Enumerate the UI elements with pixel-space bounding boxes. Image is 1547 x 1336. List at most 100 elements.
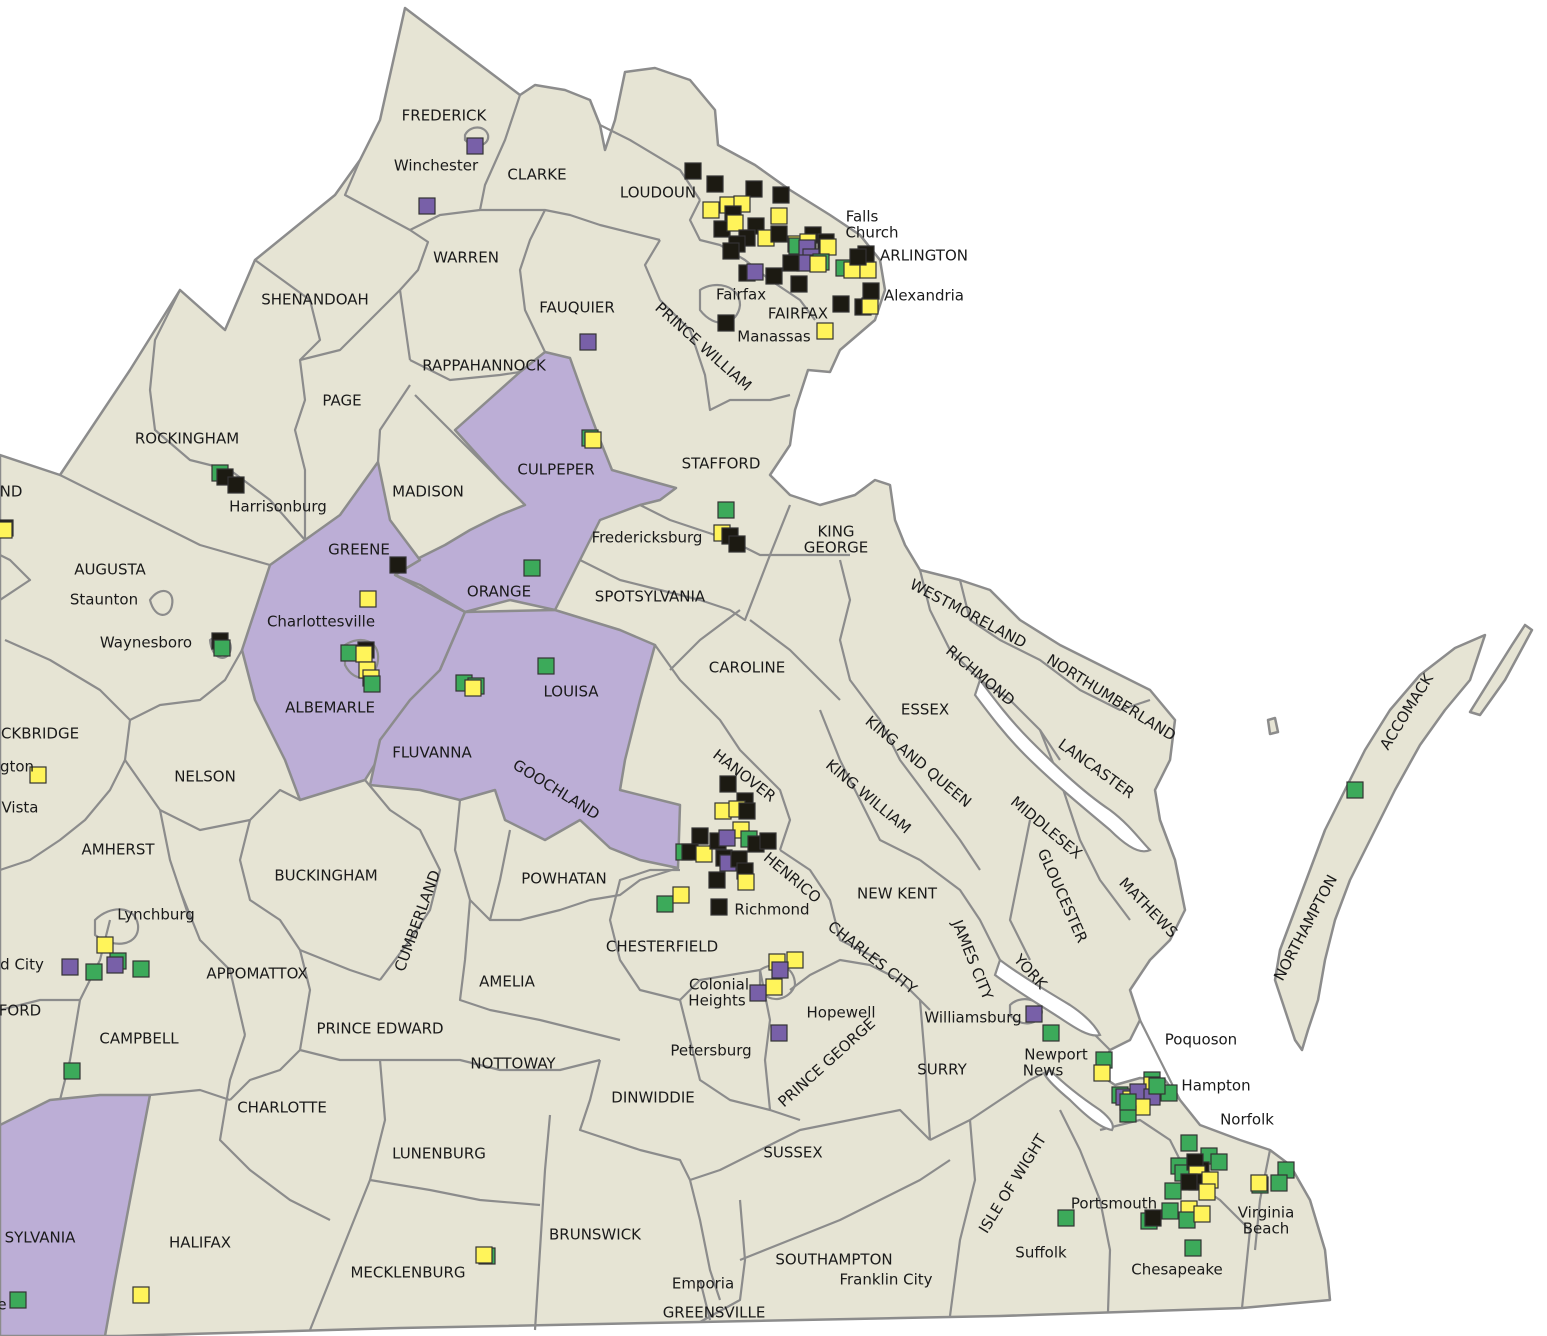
marker-black[interactable] (691, 827, 709, 845)
marker-green[interactable] (537, 657, 555, 675)
marker-yellow[interactable] (0, 521, 13, 539)
marker-yellow[interactable] (355, 645, 373, 663)
marker-black[interactable] (862, 282, 880, 300)
marker-green[interactable] (1119, 1093, 1137, 1111)
marker-purple[interactable] (746, 263, 764, 281)
marker-green[interactable] (132, 960, 150, 978)
marker-yellow[interactable] (1093, 1064, 1111, 1082)
marker-black[interactable] (710, 898, 728, 916)
marker-green[interactable] (717, 501, 735, 519)
label-danville-partial: e (0, 1296, 7, 1314)
marker-purple[interactable] (749, 984, 767, 1002)
label-rockbridge-partial: CKBRIDGE (1, 725, 79, 743)
marker-yellow[interactable] (584, 431, 602, 449)
marker-green[interactable] (656, 895, 674, 913)
marker-purple[interactable] (466, 137, 484, 155)
marker-yellow[interactable] (737, 873, 755, 891)
marker-black[interactable] (722, 242, 740, 260)
marker-purple[interactable] (718, 829, 736, 847)
marker-black[interactable] (832, 295, 850, 313)
marker-green[interactable] (523, 559, 541, 577)
label-bedford-city-partial: d City (0, 956, 44, 974)
marker-green[interactable] (1164, 1182, 1182, 1200)
label-emporia: Emporia (672, 1275, 734, 1293)
label-rappahannock: RAPPAHANNOCK (422, 357, 547, 375)
marker-black[interactable] (708, 871, 726, 889)
marker-yellow[interactable] (359, 590, 377, 608)
marker-black[interactable] (759, 832, 777, 850)
marker-black[interactable] (782, 254, 800, 272)
marker-yellow[interactable] (816, 322, 834, 340)
marker-yellow[interactable] (770, 207, 788, 225)
marker-yellow[interactable] (1193, 1205, 1211, 1223)
label-amherst: AMHERST (81, 841, 155, 859)
marker-yellow[interactable] (96, 936, 114, 954)
marker-green[interactable] (85, 963, 103, 981)
marker-green[interactable] (1346, 781, 1364, 799)
marker-green[interactable] (1270, 1174, 1288, 1192)
marker-green[interactable] (1184, 1239, 1202, 1257)
marker-purple[interactable] (770, 1024, 788, 1042)
marker-green[interactable] (1148, 1077, 1166, 1095)
marker-green[interactable] (363, 675, 381, 693)
marker-yellow[interactable] (861, 297, 879, 315)
marker-yellow[interactable] (29, 766, 47, 784)
marker-yellow[interactable] (475, 1246, 493, 1264)
marker-yellow[interactable] (464, 679, 482, 697)
marker-purple[interactable] (579, 333, 597, 351)
marker-purple[interactable] (418, 197, 436, 215)
marker-yellow[interactable] (765, 978, 783, 996)
marker-green[interactable] (1180, 1134, 1198, 1152)
label-lexington-partial: gton (0, 758, 34, 776)
marker-green[interactable] (340, 644, 358, 662)
label-loudoun: LOUDOUN (620, 184, 696, 202)
marker-green[interactable] (1042, 1024, 1060, 1042)
marker-black[interactable] (849, 248, 867, 266)
marker-black[interactable] (717, 314, 735, 332)
marker-black[interactable] (772, 186, 790, 204)
marker-black[interactable] (227, 476, 245, 494)
marker-yellow[interactable] (1250, 1174, 1268, 1192)
label-appomattox: APPOMATTOX (206, 965, 307, 983)
marker-black[interactable] (706, 175, 724, 193)
marker-purple[interactable] (1025, 1005, 1043, 1023)
marker-yellow[interactable] (819, 238, 837, 256)
marker-yellow[interactable] (1198, 1183, 1216, 1201)
label-king-george-2: GEORGE (804, 539, 868, 557)
marker-yellow[interactable] (695, 845, 713, 863)
marker-yellow[interactable] (786, 951, 804, 969)
marker-green[interactable] (1210, 1153, 1228, 1171)
marker-green[interactable] (9, 1291, 27, 1309)
marker-black[interactable] (1144, 1209, 1162, 1227)
pittsylvania-region (0, 1093, 152, 1336)
marker-green[interactable] (63, 1062, 81, 1080)
marker-yellow[interactable] (132, 1286, 150, 1304)
marker-green[interactable] (213, 639, 231, 657)
marker-purple[interactable] (106, 956, 124, 974)
marker-green[interactable] (1057, 1209, 1075, 1227)
marker-yellow[interactable] (726, 214, 744, 232)
label-colonial-heights-1: Colonial (689, 976, 749, 994)
label-rockingham: ROCKINGHAM (135, 430, 239, 448)
marker-black[interactable] (719, 775, 737, 793)
marker-black[interactable] (745, 180, 763, 198)
label-albemarle: ALBEMARLE (285, 699, 375, 717)
marker-black[interactable] (790, 275, 808, 293)
marker-yellow[interactable] (702, 201, 720, 219)
label-southampton: SOUTHAMPTON (775, 1251, 892, 1269)
marker-green[interactable] (1178, 1211, 1196, 1229)
marker-black[interactable] (1180, 1173, 1198, 1191)
marker-black[interactable] (728, 535, 746, 553)
label-norfolk: Norfolk (1220, 1111, 1274, 1129)
marker-yellow[interactable] (809, 255, 827, 273)
marker-black[interactable] (770, 225, 788, 243)
marker-yellow[interactable] (672, 886, 690, 904)
marker-black[interactable] (765, 267, 783, 285)
marker-green[interactable] (1161, 1202, 1179, 1220)
marker-purple[interactable] (771, 961, 789, 979)
marker-purple[interactable] (61, 958, 79, 976)
marker-black[interactable] (389, 556, 407, 574)
marker-black[interactable] (684, 162, 702, 180)
marker-black[interactable] (738, 802, 756, 820)
label-charlotte: CHARLOTTE (237, 1099, 327, 1117)
